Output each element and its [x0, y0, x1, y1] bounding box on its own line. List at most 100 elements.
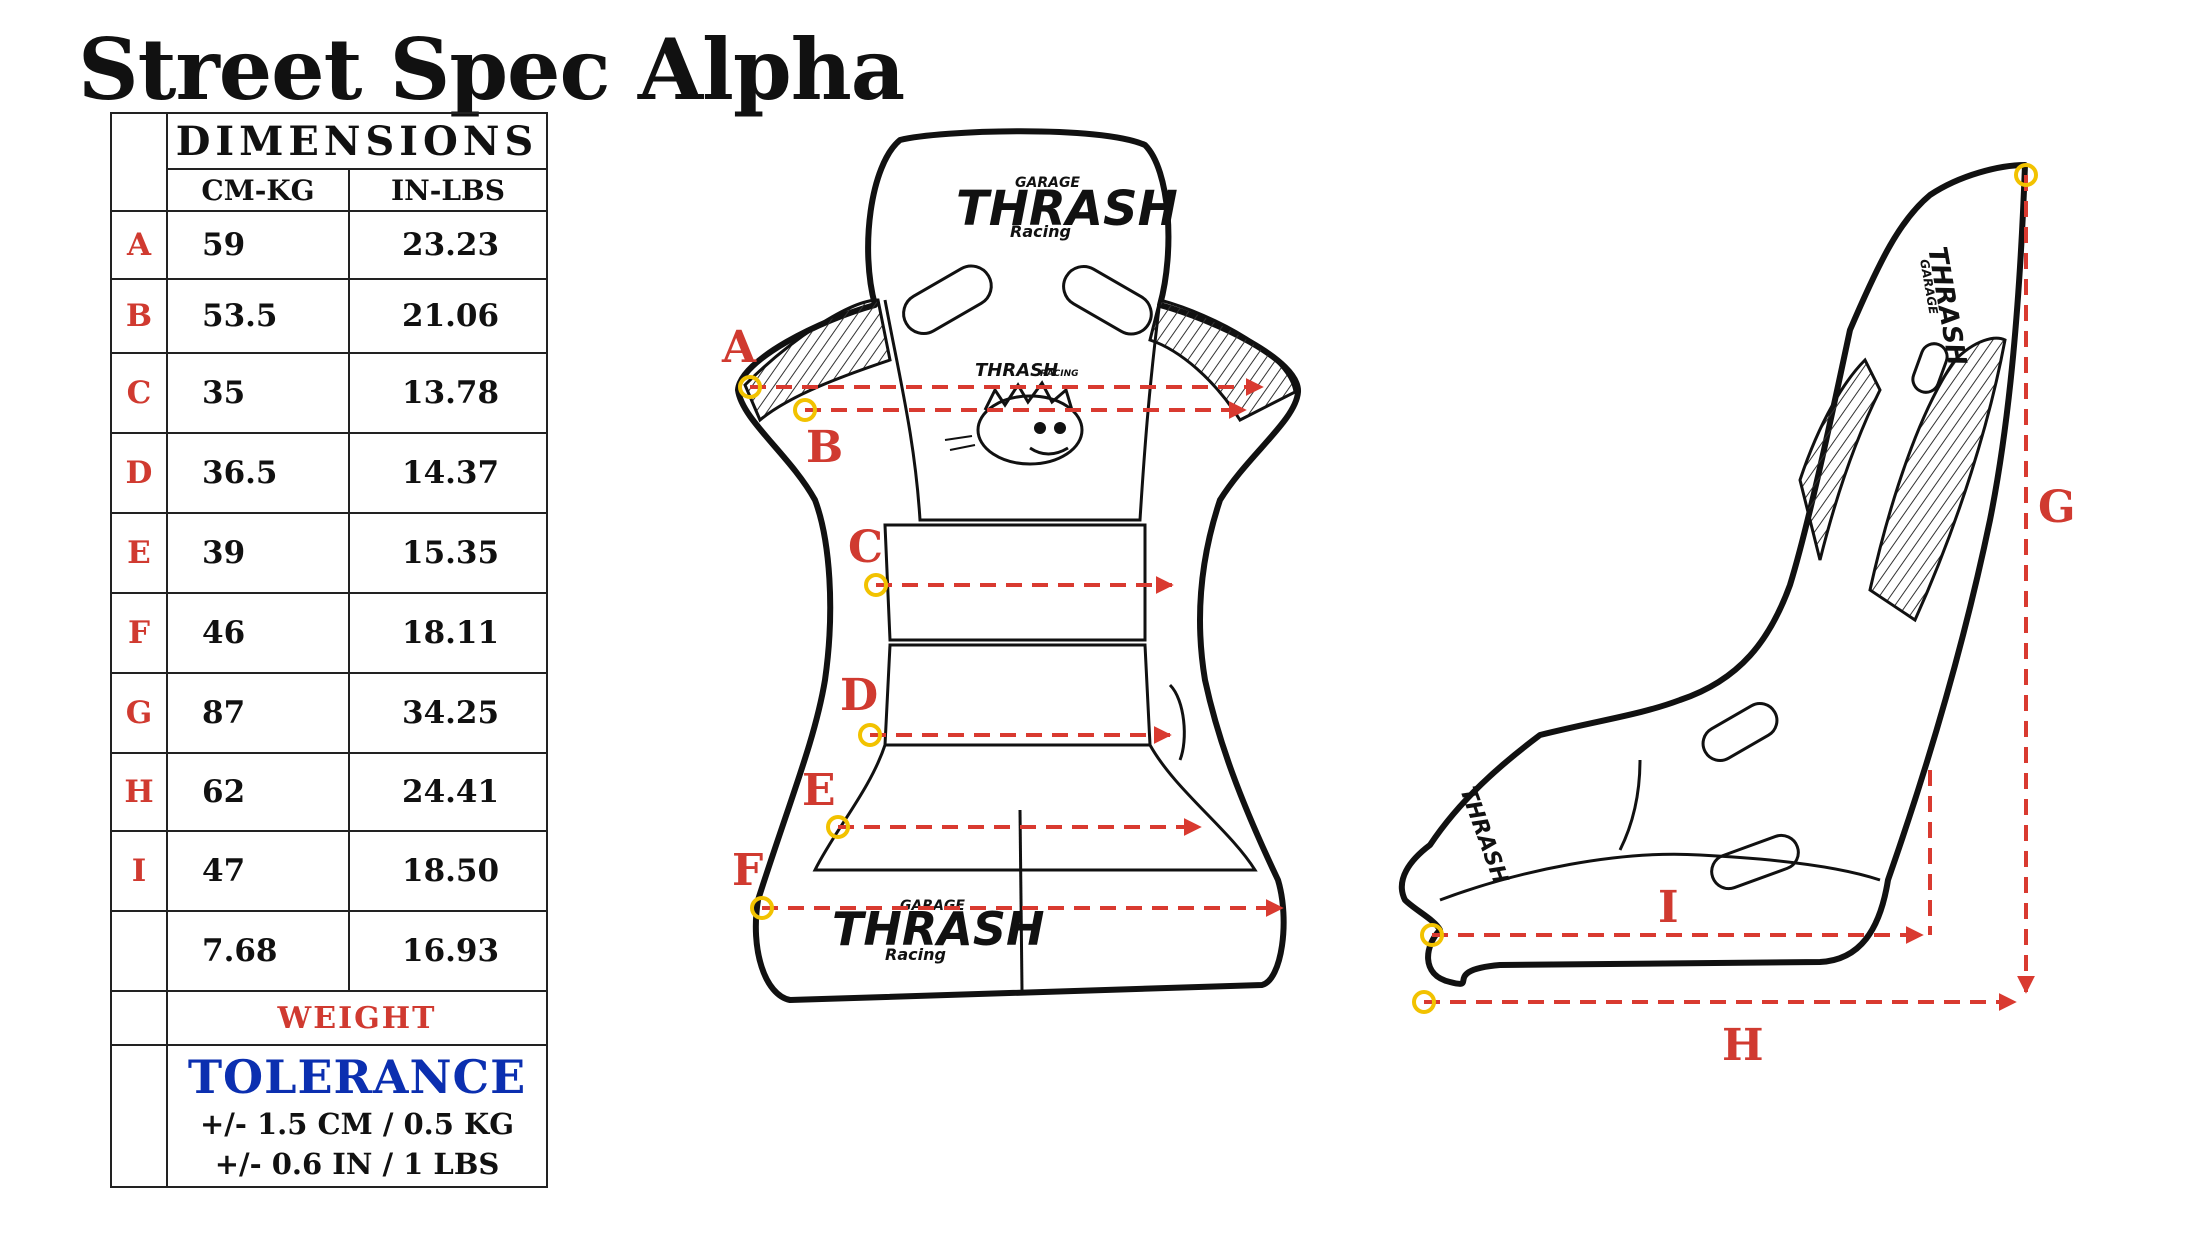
- side-bolster-texture-outer: [1798, 357, 1882, 561]
- label-i: I: [1658, 882, 1679, 933]
- row-label: E: [110, 512, 168, 594]
- logo-thrash-text: THRASH: [956, 181, 1178, 237]
- tolerance-line-2: +/- 0.6 IN / 1 LBS: [214, 1147, 500, 1181]
- point-marker-c: [864, 573, 888, 597]
- column-header-in: IN-LBS: [348, 168, 548, 212]
- label-c: C: [848, 522, 883, 573]
- side-logo-lower-thrash: THRASH: [1454, 784, 1512, 888]
- row-label: G: [110, 672, 168, 754]
- seat-center-seam: [1018, 809, 1024, 991]
- side-belt-slot-lower: [1710, 833, 1800, 891]
- weight-in: 16.93: [348, 910, 548, 992]
- weight-label: WEIGHT: [166, 990, 548, 1046]
- point-marker-h: [1412, 990, 1436, 1014]
- label-g: G: [2038, 482, 2076, 533]
- cell-in: 18.11: [348, 592, 548, 674]
- row-label-empty: [110, 1044, 168, 1188]
- table-row: H 62 24.41: [110, 752, 548, 832]
- row-label: B: [110, 278, 168, 354]
- table-row: D 36.5 14.37: [110, 432, 548, 514]
- cell-in: 21.06: [348, 278, 548, 354]
- cell-cm: 46: [166, 592, 350, 674]
- cell-in: 24.41: [348, 752, 548, 832]
- tolerance-line-1: +/- 1.5 CM / 0.5 KG: [199, 1107, 515, 1141]
- measure-i: I: [1420, 770, 1932, 947]
- column-header-cm: CM-KG: [166, 168, 350, 212]
- measure-g: G: [2014, 163, 2076, 994]
- tolerance-cell: TOLERANCE +/- 1.5 CM / 0.5 KG +/- 0.6 IN…: [166, 1044, 548, 1188]
- cell-cm: 36.5: [166, 432, 350, 514]
- right-bolster-texture: [1148, 298, 1297, 422]
- side-logo-lower: THRASH: [1454, 784, 1512, 888]
- measure-e: E: [802, 765, 1202, 839]
- row-label: F: [110, 592, 168, 674]
- cell-cm: 35: [166, 352, 350, 434]
- cell-in: 18.50: [348, 830, 548, 912]
- table-row: F 46 18.11: [110, 592, 548, 674]
- side-cushion-line: [1439, 852, 1881, 902]
- belt-slot-right: [1062, 265, 1153, 336]
- dimensions-header: DIMENSIONS: [166, 112, 548, 170]
- belt-slot-left: [902, 264, 993, 336]
- lower-back-panel: [883, 643, 1152, 747]
- tolerance-title: TOLERANCE: [187, 1050, 527, 1104]
- logo-racing-text: Racing: [885, 945, 946, 964]
- point-marker-g: [2014, 163, 2038, 187]
- backrest-panel: [883, 299, 1162, 522]
- hedgehog-mascot-icon: [944, 380, 1084, 466]
- table-row: E 39 15.35: [110, 512, 548, 594]
- side-seam: [1618, 759, 1642, 851]
- row-label: H: [110, 752, 168, 832]
- cell-cm: 62: [166, 752, 350, 832]
- cell-in: 14.37: [348, 432, 548, 514]
- label-a: A: [721, 322, 757, 373]
- row-label-empty: [110, 910, 168, 992]
- side-belt-slot-upper: [1701, 702, 1779, 762]
- cell-cm: 53.5: [166, 278, 350, 354]
- lumbar-panel: [883, 523, 1147, 642]
- dimensions-table: DIMENSIONS CM-KG IN-LBS A 59 23.23 B 53.…: [110, 112, 548, 1188]
- table-row: A 59 23.23: [110, 210, 548, 280]
- measure-b: B: [793, 398, 1247, 473]
- side-bolster-texture-inner: [1868, 336, 2007, 623]
- row-label: A: [110, 210, 168, 280]
- left-bolster-texture: [743, 298, 892, 423]
- point-marker-e: [826, 815, 850, 839]
- side-seat-view: GARAGE THRASH THRASH G H I: [1398, 162, 2076, 1071]
- label-e: E: [802, 765, 836, 816]
- cell-in: 13.78: [348, 352, 548, 434]
- label-f: F: [732, 845, 763, 896]
- measure-f: F: [732, 845, 1284, 920]
- table-corner: [110, 112, 168, 212]
- table-row: G 87 34.25: [110, 672, 548, 754]
- row-label-empty: [110, 990, 168, 1046]
- thrash-logo-top: GARAGE THRASH Racing: [956, 175, 1178, 241]
- measure-h: H: [1412, 990, 2017, 1071]
- seat-side-seam: [1168, 683, 1186, 761]
- label-d: D: [840, 670, 878, 721]
- cell-cm: 59: [166, 210, 350, 280]
- label-b: B: [806, 422, 843, 473]
- table-row: C 35 13.78: [110, 352, 548, 434]
- cell-cm: 87: [166, 672, 350, 754]
- side-belt-slot-top: [1911, 342, 1949, 394]
- measure-d: D: [840, 670, 1172, 747]
- side-seat-outline: [1398, 162, 2028, 987]
- thrash-logo-bottom: GARAGE THRASH Racing: [832, 898, 1045, 964]
- cell-cm: 39: [166, 512, 350, 594]
- table-row: B 53.5 21.06: [110, 278, 548, 354]
- row-label: C: [110, 352, 168, 434]
- cell-in: 15.35: [348, 512, 548, 594]
- table-row: I 47 18.50: [110, 830, 548, 912]
- row-label: I: [110, 830, 168, 912]
- cell-in: 23.23: [348, 210, 548, 280]
- thrash-logo-small: THRASH RACING: [975, 360, 1079, 381]
- weight-cm: 7.68: [166, 910, 350, 992]
- weight-row: 7.68 16.93: [110, 910, 548, 992]
- point-marker-i: [1420, 923, 1444, 947]
- page-title: Street Spec Alpha: [78, 20, 905, 119]
- logo-garage-text: GARAGE: [1015, 175, 1080, 191]
- seat-cushion-panel: [812, 744, 1258, 872]
- label-h: H: [1722, 1020, 1764, 1071]
- logo-small-racing: RACING: [1040, 369, 1079, 379]
